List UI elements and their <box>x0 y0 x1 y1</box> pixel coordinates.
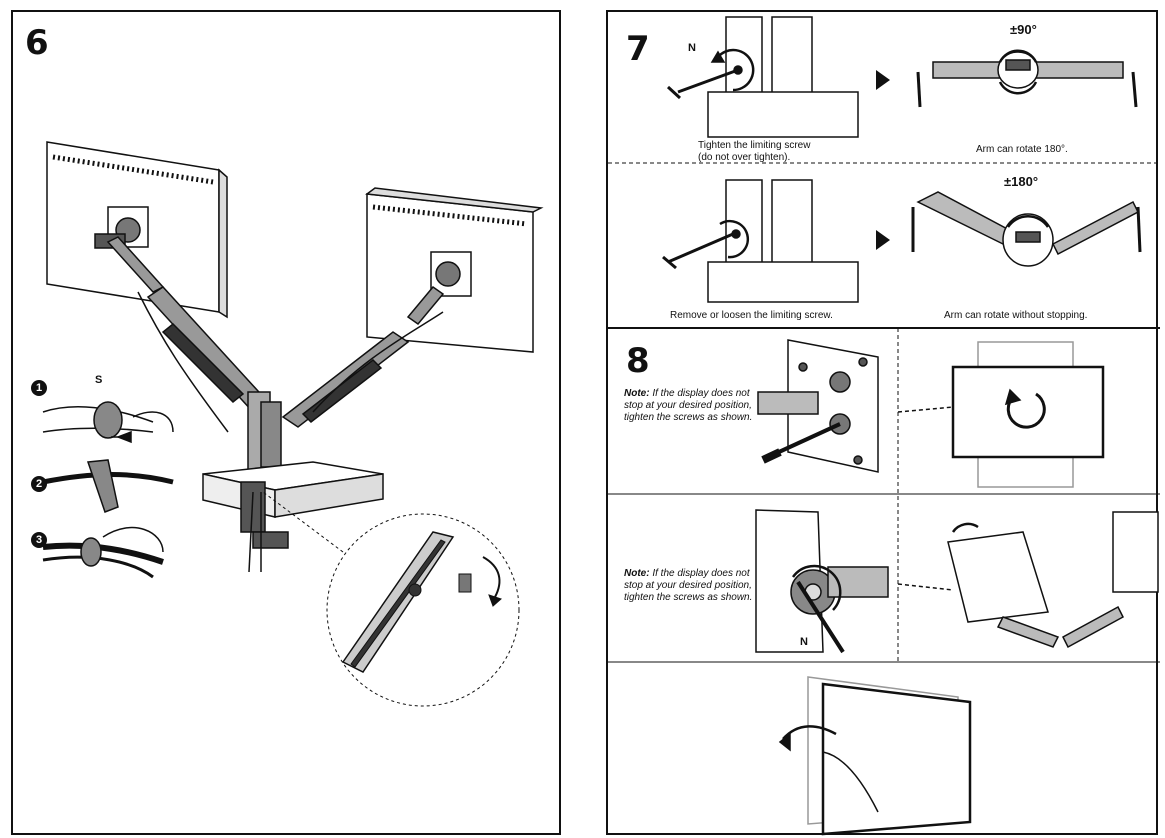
right-arm <box>281 285 445 428</box>
step-7-8-illustrations <box>608 16 1160 836</box>
tie-label: S <box>95 374 103 386</box>
monitor-rotate-illustration <box>897 341 1105 488</box>
tie-step-3-badge: 3 <box>31 532 47 548</box>
note-2-label: Note: <box>624 568 650 579</box>
degree-180-label: ±180° <box>1004 174 1039 189</box>
arm-rotate-180-diagram <box>916 49 1138 108</box>
note-1: Note: If the display does not stop at yo… <box>624 388 754 424</box>
tie-step-2-badge: 2 <box>31 476 47 492</box>
step-number-8: 8 <box>626 341 650 381</box>
right-vesa-mount <box>430 251 472 297</box>
tie-step-3-illustration <box>42 526 164 579</box>
vesa-plate-hex-key <box>755 509 889 654</box>
detail-zoom-circle <box>262 491 520 707</box>
arrow-right-icon <box>876 70 890 90</box>
note-2-text: If the display does not stop at your des… <box>624 568 753 603</box>
vesa-plate-screwdriver <box>757 339 879 473</box>
wrench-label-n: N <box>800 636 808 648</box>
monitor-tilt-illustration <box>897 511 1159 649</box>
caption-rotate-180: Arm can rotate 180°. <box>976 144 1068 155</box>
caption-remove-screw: Remove or loosen the limiting screw. <box>670 310 833 321</box>
arm-rotate-free-diagram <box>911 191 1142 267</box>
pole-limiting-screw-bottom <box>662 179 859 303</box>
tie-step-1-illustration <box>42 401 174 444</box>
mount-pole <box>247 391 282 483</box>
dual-monitor-arm-illustration <box>42 141 544 707</box>
degree-90-label: ±90° <box>1010 22 1037 37</box>
arrow-right-icon <box>876 230 890 250</box>
note-1-label: Note: <box>624 388 650 399</box>
caption-rotate-free: Arm can rotate without stopping. <box>944 310 1088 321</box>
caption-tighten-screw: Tighten the limiting screw (do not over … <box>698 140 810 164</box>
step-number: 6 <box>25 23 49 63</box>
desk-and-clamp <box>202 461 384 549</box>
cables <box>137 291 444 573</box>
step-7-8-panel: 7 <box>606 10 1160 836</box>
monitor-swivel-illustration <box>778 676 972 836</box>
step-number-7: 7 <box>626 29 650 69</box>
tie-step-1-badge: 1 <box>31 380 47 396</box>
caption-tighten-screw-text: Tighten the limiting screw (do not over … <box>698 140 811 163</box>
screw-label-n: N <box>688 42 696 54</box>
step-6-panel: 6 <box>11 10 561 835</box>
pole-limiting-screw-top <box>666 16 859 138</box>
note-1-text: If the display does not stop at your des… <box>624 388 753 423</box>
tie-step-2-illustration <box>42 459 174 513</box>
left-arm <box>106 236 270 413</box>
note-2: Note: If the display does not stop at yo… <box>624 568 754 604</box>
